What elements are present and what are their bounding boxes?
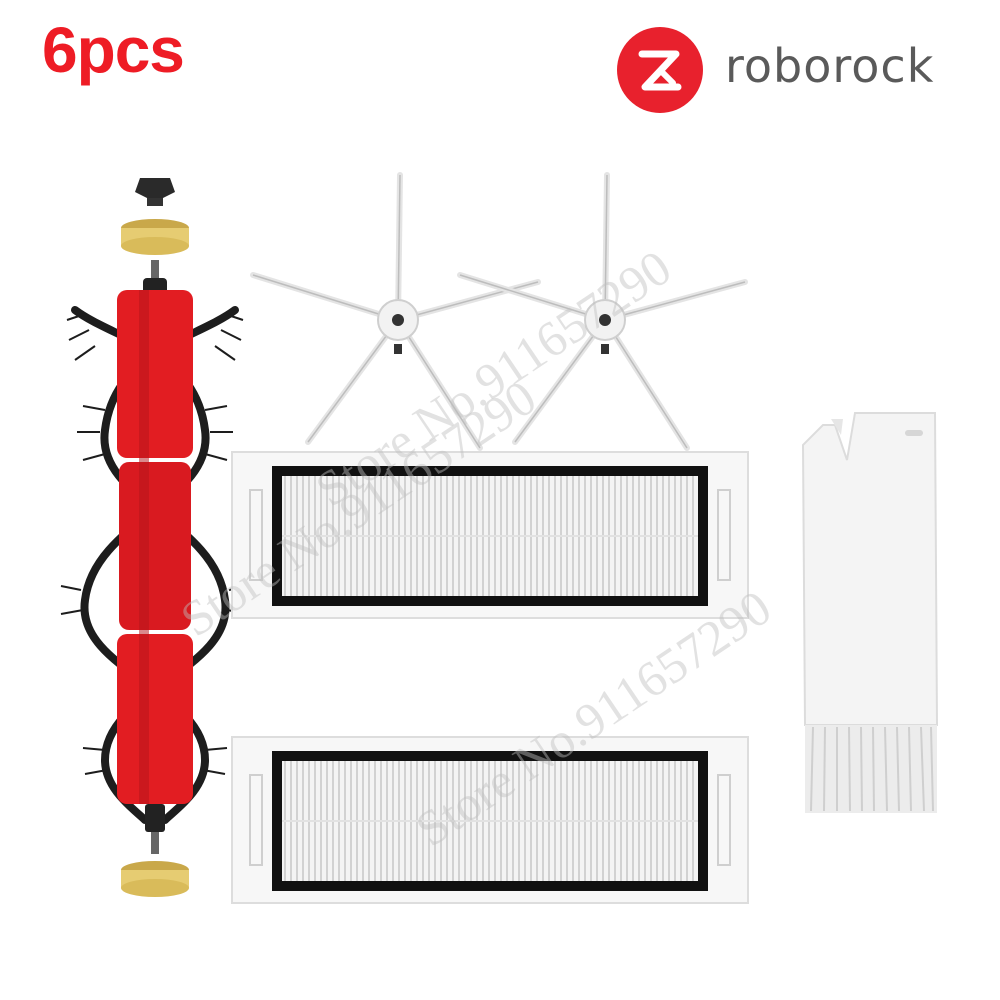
- cleaning-tool: [801, 412, 939, 813]
- brand-name: roborock: [725, 39, 935, 93]
- hepa-filter: [231, 736, 749, 904]
- roborock-z-icon: [617, 27, 703, 113]
- brand-logo: roborock: [615, 25, 975, 115]
- main-roller-brush: [60, 178, 250, 897]
- side-brush: [250, 172, 541, 451]
- piece-count-label: 6pcs: [42, 14, 185, 86]
- side-brush: [457, 172, 748, 451]
- hepa-filter: [231, 451, 749, 619]
